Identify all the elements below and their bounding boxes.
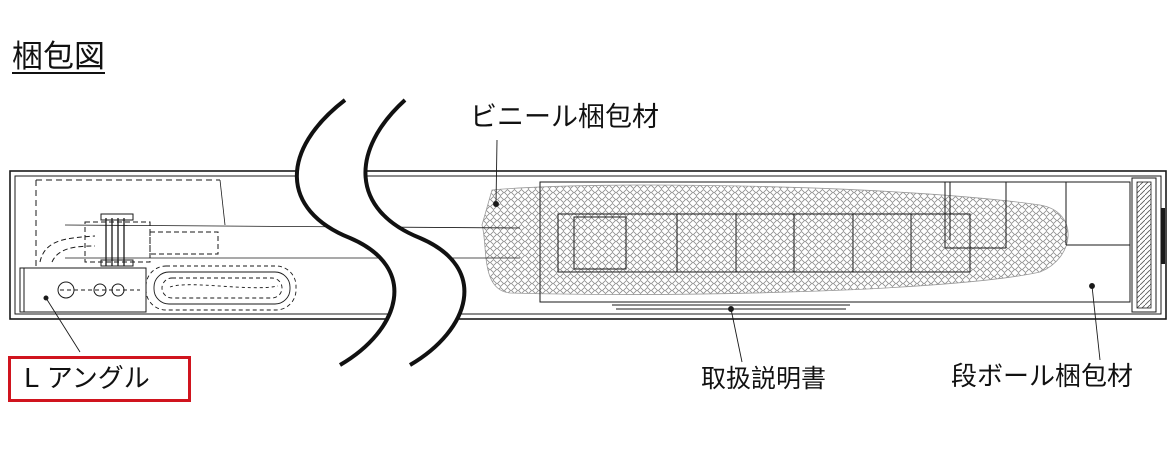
vinyl-packing-shape (481, 184, 1069, 295)
cardboard-packing-frame (539, 181, 1131, 303)
coiled-cable (145, 265, 297, 311)
leader-lines (45, 139, 1101, 363)
break-mark (294, 98, 467, 367)
l-angle-label: L アングル (24, 364, 150, 394)
l-angle-highlight-box (8, 356, 191, 402)
page-title: 梱包図 (12, 39, 105, 75)
product-section (35, 179, 521, 267)
manual-label: 取扱説明書 (701, 364, 827, 393)
l-angle-part (19, 267, 147, 313)
end-cushion (1131, 177, 1165, 313)
vinyl-packing-label: ビニール梱包材 (470, 102, 659, 133)
cardboard-packing-label: 段ボール梱包材 (951, 362, 1134, 392)
